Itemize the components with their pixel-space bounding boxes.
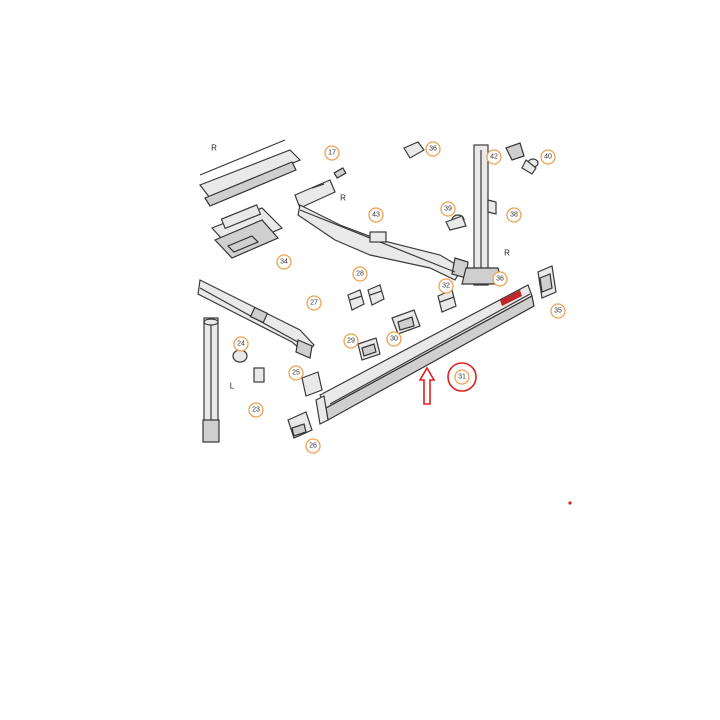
callout-39: 39: [440, 201, 456, 217]
part-30-bracket: [391, 309, 421, 335]
callout-29: 29: [343, 333, 359, 349]
side-label-r-top: R: [211, 144, 217, 153]
callout-38: 38: [506, 207, 522, 223]
part-38-post: [461, 144, 503, 286]
svg-text:36: 36: [496, 276, 504, 283]
svg-text:17: 17: [328, 150, 336, 157]
part-29-bracket: [357, 337, 381, 361]
red-dot: [568, 501, 572, 505]
svg-text:36: 36: [429, 146, 437, 153]
svg-text:31: 31: [458, 374, 466, 381]
part-39-clip: [445, 214, 467, 231]
callout-36-post: 36: [492, 271, 508, 287]
svg-text:32: 32: [442, 283, 450, 290]
part-28-clips: [347, 284, 385, 311]
part-27-arm: [197, 279, 315, 359]
highlight-ring: [447, 362, 477, 392]
part-43-arm: [294, 179, 469, 281]
awning-profile-top: [199, 139, 302, 207]
part-17-spring: [333, 167, 347, 179]
svg-text:35: 35: [554, 308, 562, 315]
svg-text:28: 28: [356, 271, 364, 278]
part-24-leg: [202, 317, 220, 443]
svg-text:42: 42: [490, 154, 498, 161]
highlight-arrow-icon: [418, 366, 436, 405]
side-label-r-mid: R: [340, 194, 346, 203]
svg-text:40: 40: [544, 154, 552, 161]
callout-30: 30: [386, 331, 402, 347]
svg-text:43: 43: [372, 212, 380, 219]
callout-27: 27: [306, 295, 322, 311]
part-26-foot: [287, 411, 313, 439]
svg-text:34: 34: [280, 259, 288, 266]
callout-36-top: 36: [425, 141, 441, 157]
side-label-l: L: [230, 382, 235, 391]
callout-34: 34: [276, 254, 292, 270]
side-label-r-post: R: [504, 249, 510, 258]
callout-31: 31: [454, 369, 470, 385]
callout-42: 42: [486, 149, 502, 165]
part-34-bracket: [210, 204, 284, 259]
svg-text:26: 26: [309, 443, 317, 450]
part-31-front-profile: [315, 284, 535, 425]
part-23-knob: [232, 349, 265, 383]
callout-25: 25: [288, 365, 304, 381]
callout-17: 17: [324, 145, 340, 161]
svg-text:38: 38: [510, 212, 518, 219]
svg-text:27: 27: [310, 300, 318, 307]
top-small-parts: [403, 141, 539, 175]
callout-23: 23: [248, 402, 264, 418]
svg-text:25: 25: [292, 370, 300, 377]
callout-24: 24: [233, 336, 249, 352]
callout-32: 32: [438, 278, 454, 294]
svg-text:24: 24: [237, 341, 245, 348]
part-35-end-bracket: [537, 265, 557, 299]
svg-text:39: 39: [444, 206, 452, 213]
part-25-clip: [301, 371, 323, 397]
callout-28: 28: [352, 266, 368, 282]
callout-43: 43: [368, 207, 384, 223]
callout-35: 35: [550, 303, 566, 319]
svg-text:29: 29: [347, 338, 355, 345]
callout-26: 26: [305, 438, 321, 454]
callout-40: 40: [540, 149, 556, 165]
svg-text:30: 30: [390, 336, 398, 343]
svg-text:23: 23: [252, 407, 260, 414]
